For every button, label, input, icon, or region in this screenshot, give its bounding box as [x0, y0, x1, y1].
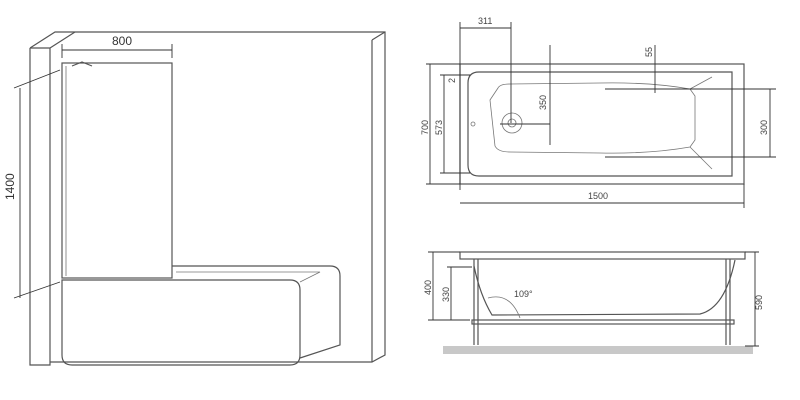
tub-basin	[489, 82, 696, 154]
rim-height-label: 400	[423, 280, 433, 295]
bathtub-front	[61, 279, 301, 366]
drawing-line	[689, 76, 713, 170]
support-legs	[473, 259, 731, 345]
side-wall	[29, 31, 76, 366]
drawing-line	[500, 45, 551, 145]
headrest-width-label: 300	[759, 120, 769, 135]
glass-screen	[61, 62, 173, 279]
drain-icon	[501, 112, 523, 134]
drawing-line	[507, 118, 517, 128]
drawing-line	[176, 271, 321, 283]
drawing-line	[440, 74, 470, 174]
drawing-line	[605, 88, 776, 158]
length-label: 1500	[588, 191, 608, 201]
drawing-line	[460, 184, 745, 208]
overflow-icon	[470, 121, 476, 127]
wall-edge	[371, 31, 386, 362]
wall-outline	[29, 31, 386, 363]
screen-hinge	[71, 61, 93, 67]
edge-offset-label: 2	[447, 78, 457, 83]
rim-offset-label: 55	[644, 47, 654, 57]
angle-arc	[487, 296, 521, 319]
inner-depth-label: 330	[441, 287, 451, 302]
bathtub-plan-view: 311 350 55 2 700 573 300 1500	[420, 16, 776, 208]
drain-offset-label: 311	[478, 16, 492, 26]
tub-rim	[459, 251, 746, 260]
drawing-line	[745, 251, 759, 347]
height-dimension	[13, 69, 61, 299]
inner-width-label: 573	[434, 120, 444, 135]
floor	[443, 346, 753, 354]
screen-perspective-view: 800 1400	[3, 31, 386, 366]
drawing-line	[447, 266, 472, 320]
bathtub-side	[172, 265, 341, 359]
tub-inner-edge	[467, 71, 733, 177]
tub-profile	[473, 259, 736, 316]
drawing-line	[428, 251, 470, 321]
drawing-line	[459, 22, 512, 190]
support-frame	[471, 319, 735, 325]
width-label: 800	[112, 34, 132, 48]
width-dimension	[61, 44, 173, 58]
outer-width-label: 700	[420, 120, 430, 135]
angle-label: 109°	[514, 289, 533, 299]
height-label: 1400	[3, 173, 17, 200]
drain-center-label: 350	[538, 95, 548, 110]
bathtub-side-view: 109° 400 330 590	[423, 251, 764, 354]
drawing-line	[426, 63, 460, 185]
total-height-label: 590	[754, 295, 764, 310]
